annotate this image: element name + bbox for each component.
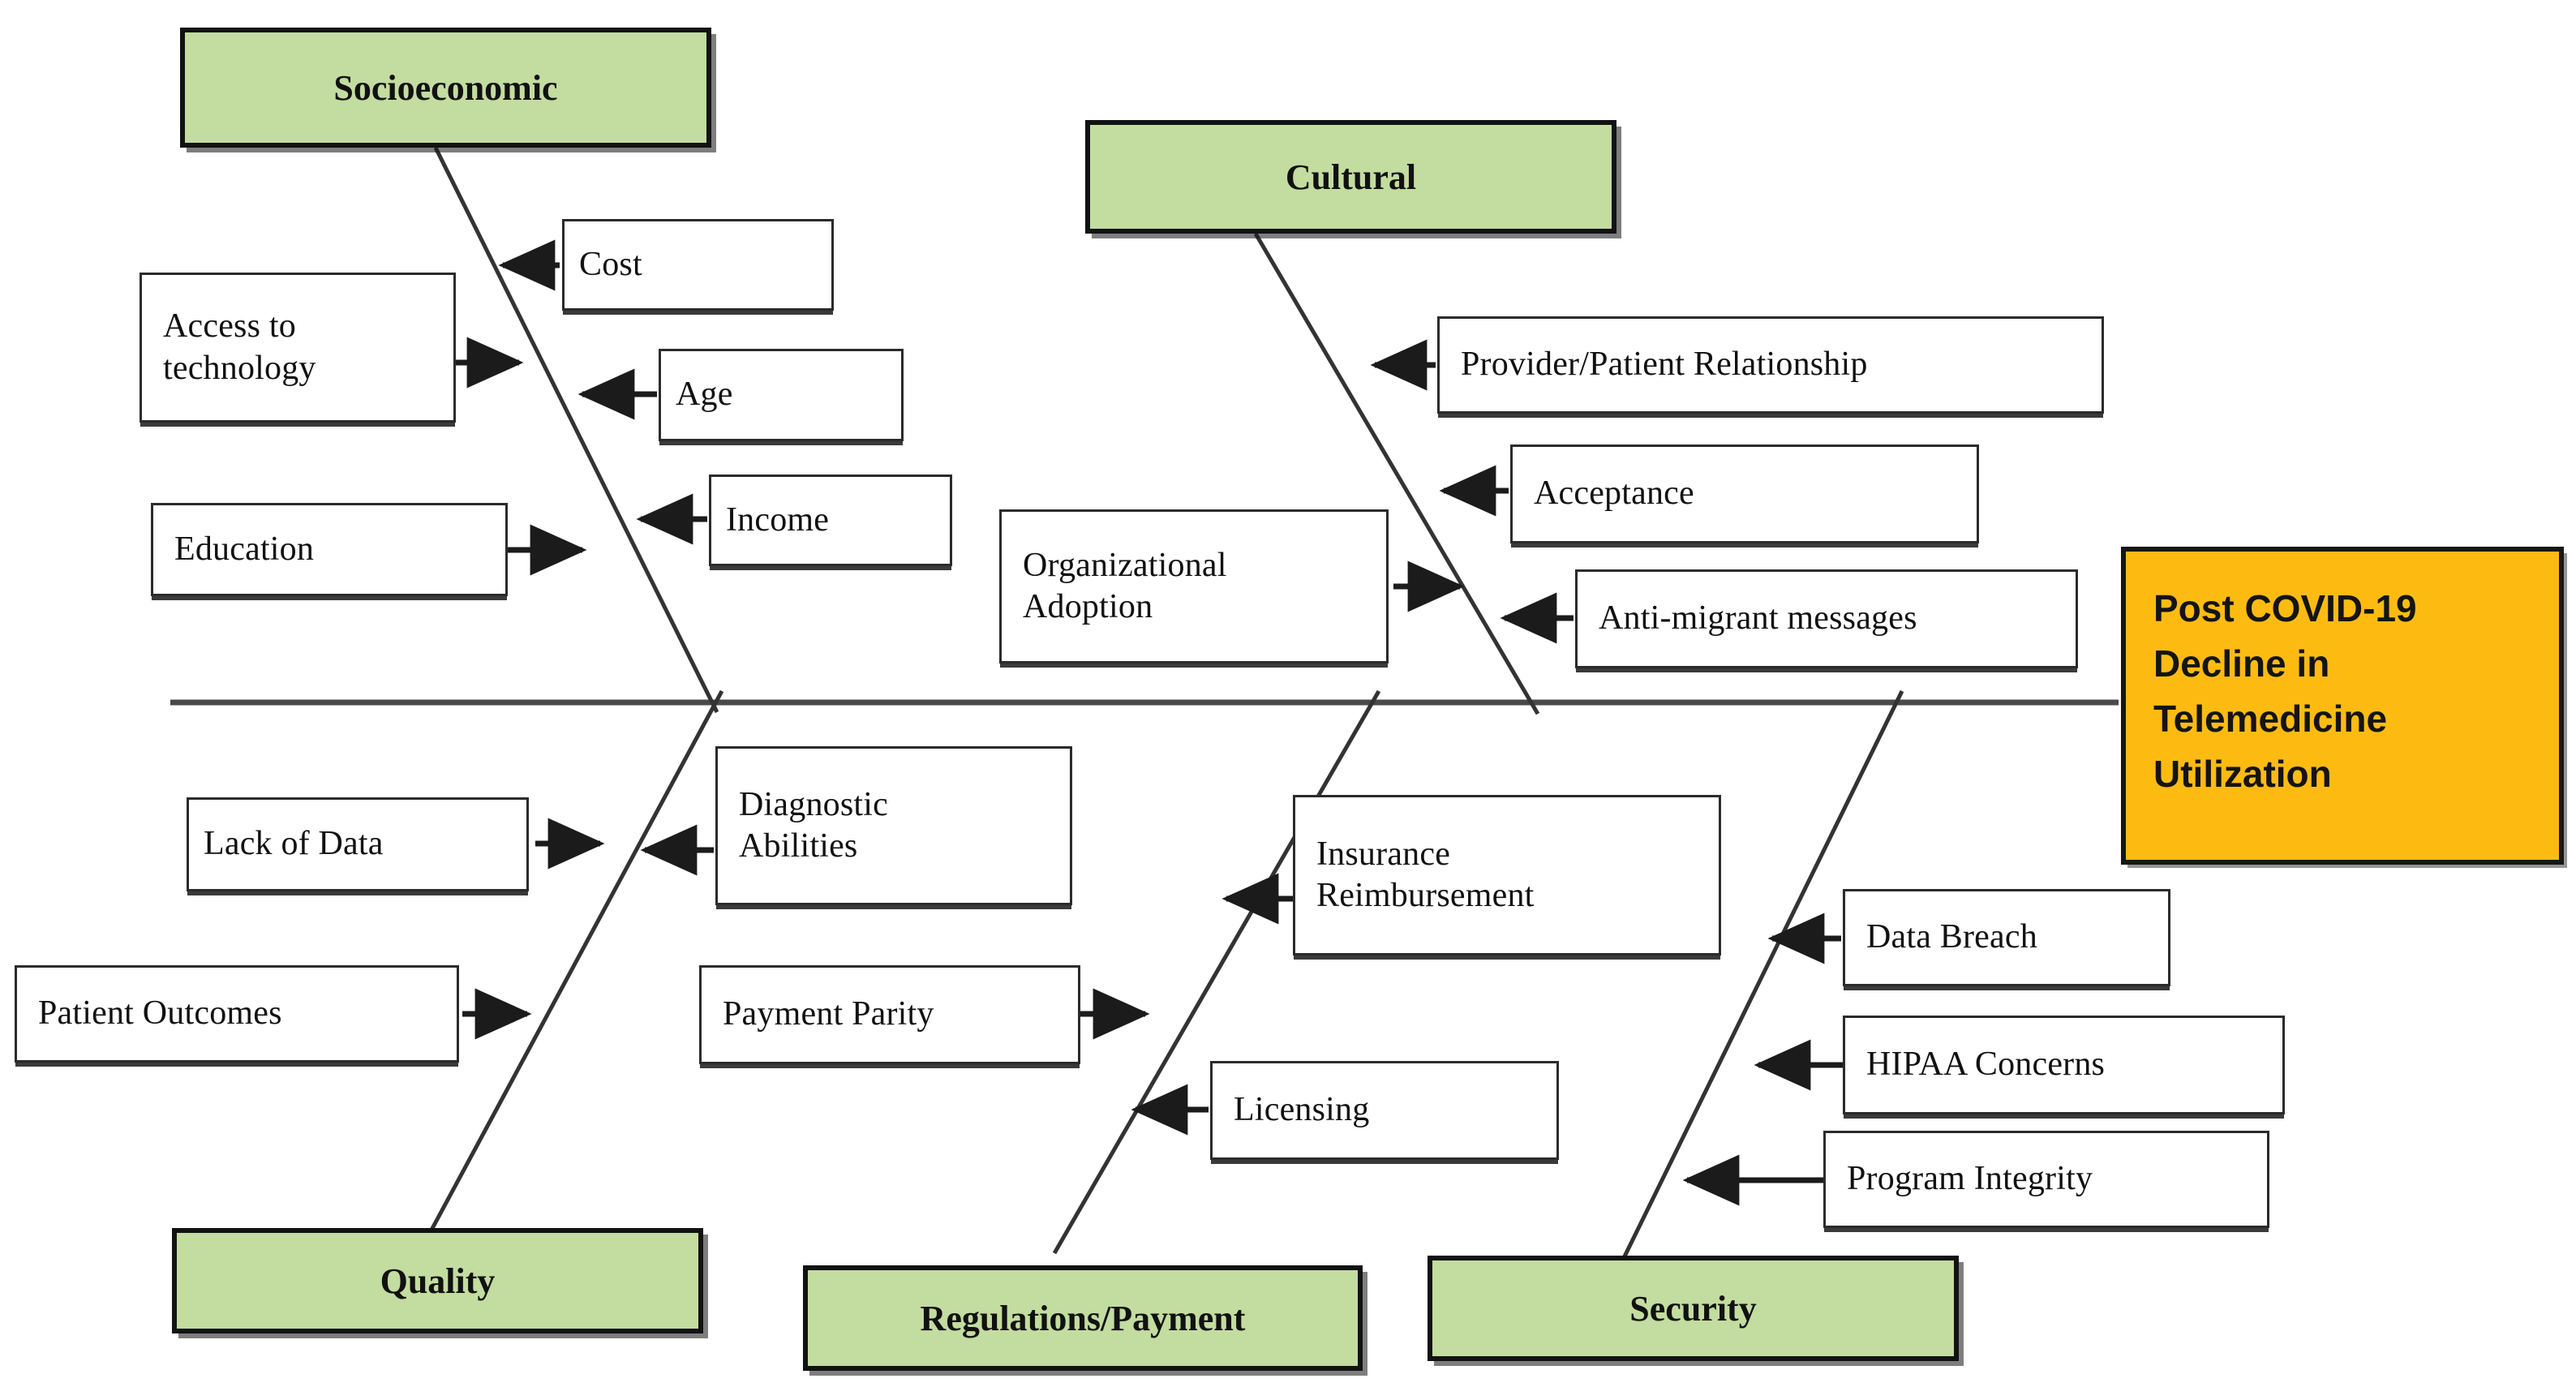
cause-label-lack-of-data: Lack of Data [204,825,384,863]
category-box-security[interactable]: Security [1428,1256,1959,1361]
cause-label-payment-parity: Payment Parity [723,995,934,1033]
cause-label-data-breach: Data Breach [1866,918,2037,956]
cause-box-age[interactable]: Age [659,349,904,441]
cause-label-insurance-reimbursement: Insurance Reimbursement [1316,834,1698,917]
cause-label-access-to-technology: Access to technology [163,306,432,389]
bone-cultural [1253,232,1540,715]
cause-line-2: Reimbursement [1316,877,1535,914]
category-label-security: Security [1629,1288,1757,1329]
category-box-socioeconomic[interactable]: Socioeconomic [180,28,711,148]
effect-line-1: Post COVID-19 [2153,587,2417,629]
cause-box-acceptance[interactable]: Acceptance [1510,444,1979,543]
cause-box-hipaa-concerns[interactable]: HIPAA Concerns [1843,1016,2285,1114]
cause-box-cost[interactable]: Cost [562,219,834,311]
cause-label-provider-patient-relationship: Provider/Patient Relationship [1461,346,1868,384]
cause-box-access-to-technology[interactable]: Access to technology [140,273,456,423]
cause-box-payment-parity[interactable]: Payment Parity [699,965,1080,1064]
cause-box-licensing[interactable]: Licensing [1210,1061,1559,1160]
category-box-regulations-payment[interactable]: Regulations/Payment [803,1265,1363,1371]
category-label-cultural: Cultural [1285,157,1417,197]
cause-line-2: technology [163,349,316,387]
cause-box-program-integrity[interactable]: Program Integrity [1823,1131,2269,1228]
cause-label-organizational-adoption: Organizational Adoption [1023,545,1365,628]
cause-label-hipaa-concerns: HIPAA Concerns [1866,1046,2106,1084]
cause-label-cost: Cost [579,245,642,283]
cause-label-anti-migrant-messages: Anti-migrant messages [1599,599,1917,638]
cause-box-education[interactable]: Education [151,503,508,596]
cause-line-1: Insurance [1316,835,1451,873]
cause-box-lack-of-data[interactable]: Lack of Data [187,797,529,891]
category-box-cultural[interactable]: Cultural [1085,120,1616,234]
cause-label-acceptance: Acceptance [1534,475,1694,513]
effect-line-4: Utilization [2153,753,2332,796]
cause-line-2: Abilities [739,827,858,865]
cause-box-patient-outcomes[interactable]: Patient Outcomes [15,965,459,1063]
cause-label-patient-outcomes: Patient Outcomes [38,994,282,1033]
category-label-quality: Quality [380,1260,496,1301]
cause-box-insurance-reimbursement[interactable]: Insurance Reimbursement [1293,795,1721,956]
cause-box-income[interactable]: Income [709,475,952,566]
cause-label-age: Age [676,376,733,414]
cause-label-income: Income [726,500,830,539]
category-label-regulations-payment: Regulations/Payment [920,1298,1246,1338]
cause-box-anti-migrant-messages[interactable]: Anti-migrant messages [1575,569,2078,668]
category-label-socioeconomic: Socioeconomic [333,67,558,108]
cause-line-1: Diagnostic [739,785,888,823]
cause-label-licensing: Licensing [1234,1091,1370,1129]
cause-box-diagnostic-abilities[interactable]: Diagnostic Abilities [715,746,1072,905]
effect-line-3: Telemedicine [2153,698,2388,741]
cause-label-program-integrity: Program Integrity [1847,1160,2093,1198]
bone-security [1620,689,1904,1263]
cause-box-provider-patient-relationship[interactable]: Provider/Patient Relationship [1437,316,2104,414]
cause-label-diagnostic-abilities: Diagnostic Abilities [739,784,1049,867]
bone-socioeconomic [433,146,719,714]
bone-regulations [1052,689,1381,1255]
effect-box[interactable]: Post COVID-19 Decline in Telemedicine Ut… [2121,547,2564,865]
cause-box-organizational-adoption[interactable]: Organizational Adoption [999,509,1389,663]
cause-line-1: Access to [163,307,296,346]
category-box-quality[interactable]: Quality [172,1228,703,1333]
effect-line-2: Decline in [2153,642,2330,685]
bone-quality [427,689,724,1235]
cause-line-2: Adoption [1023,588,1153,625]
cause-line-1: Organizational [1023,546,1227,584]
cause-box-data-breach[interactable]: Data Breach [1843,889,2170,986]
cause-label-education: Education [174,530,315,568]
